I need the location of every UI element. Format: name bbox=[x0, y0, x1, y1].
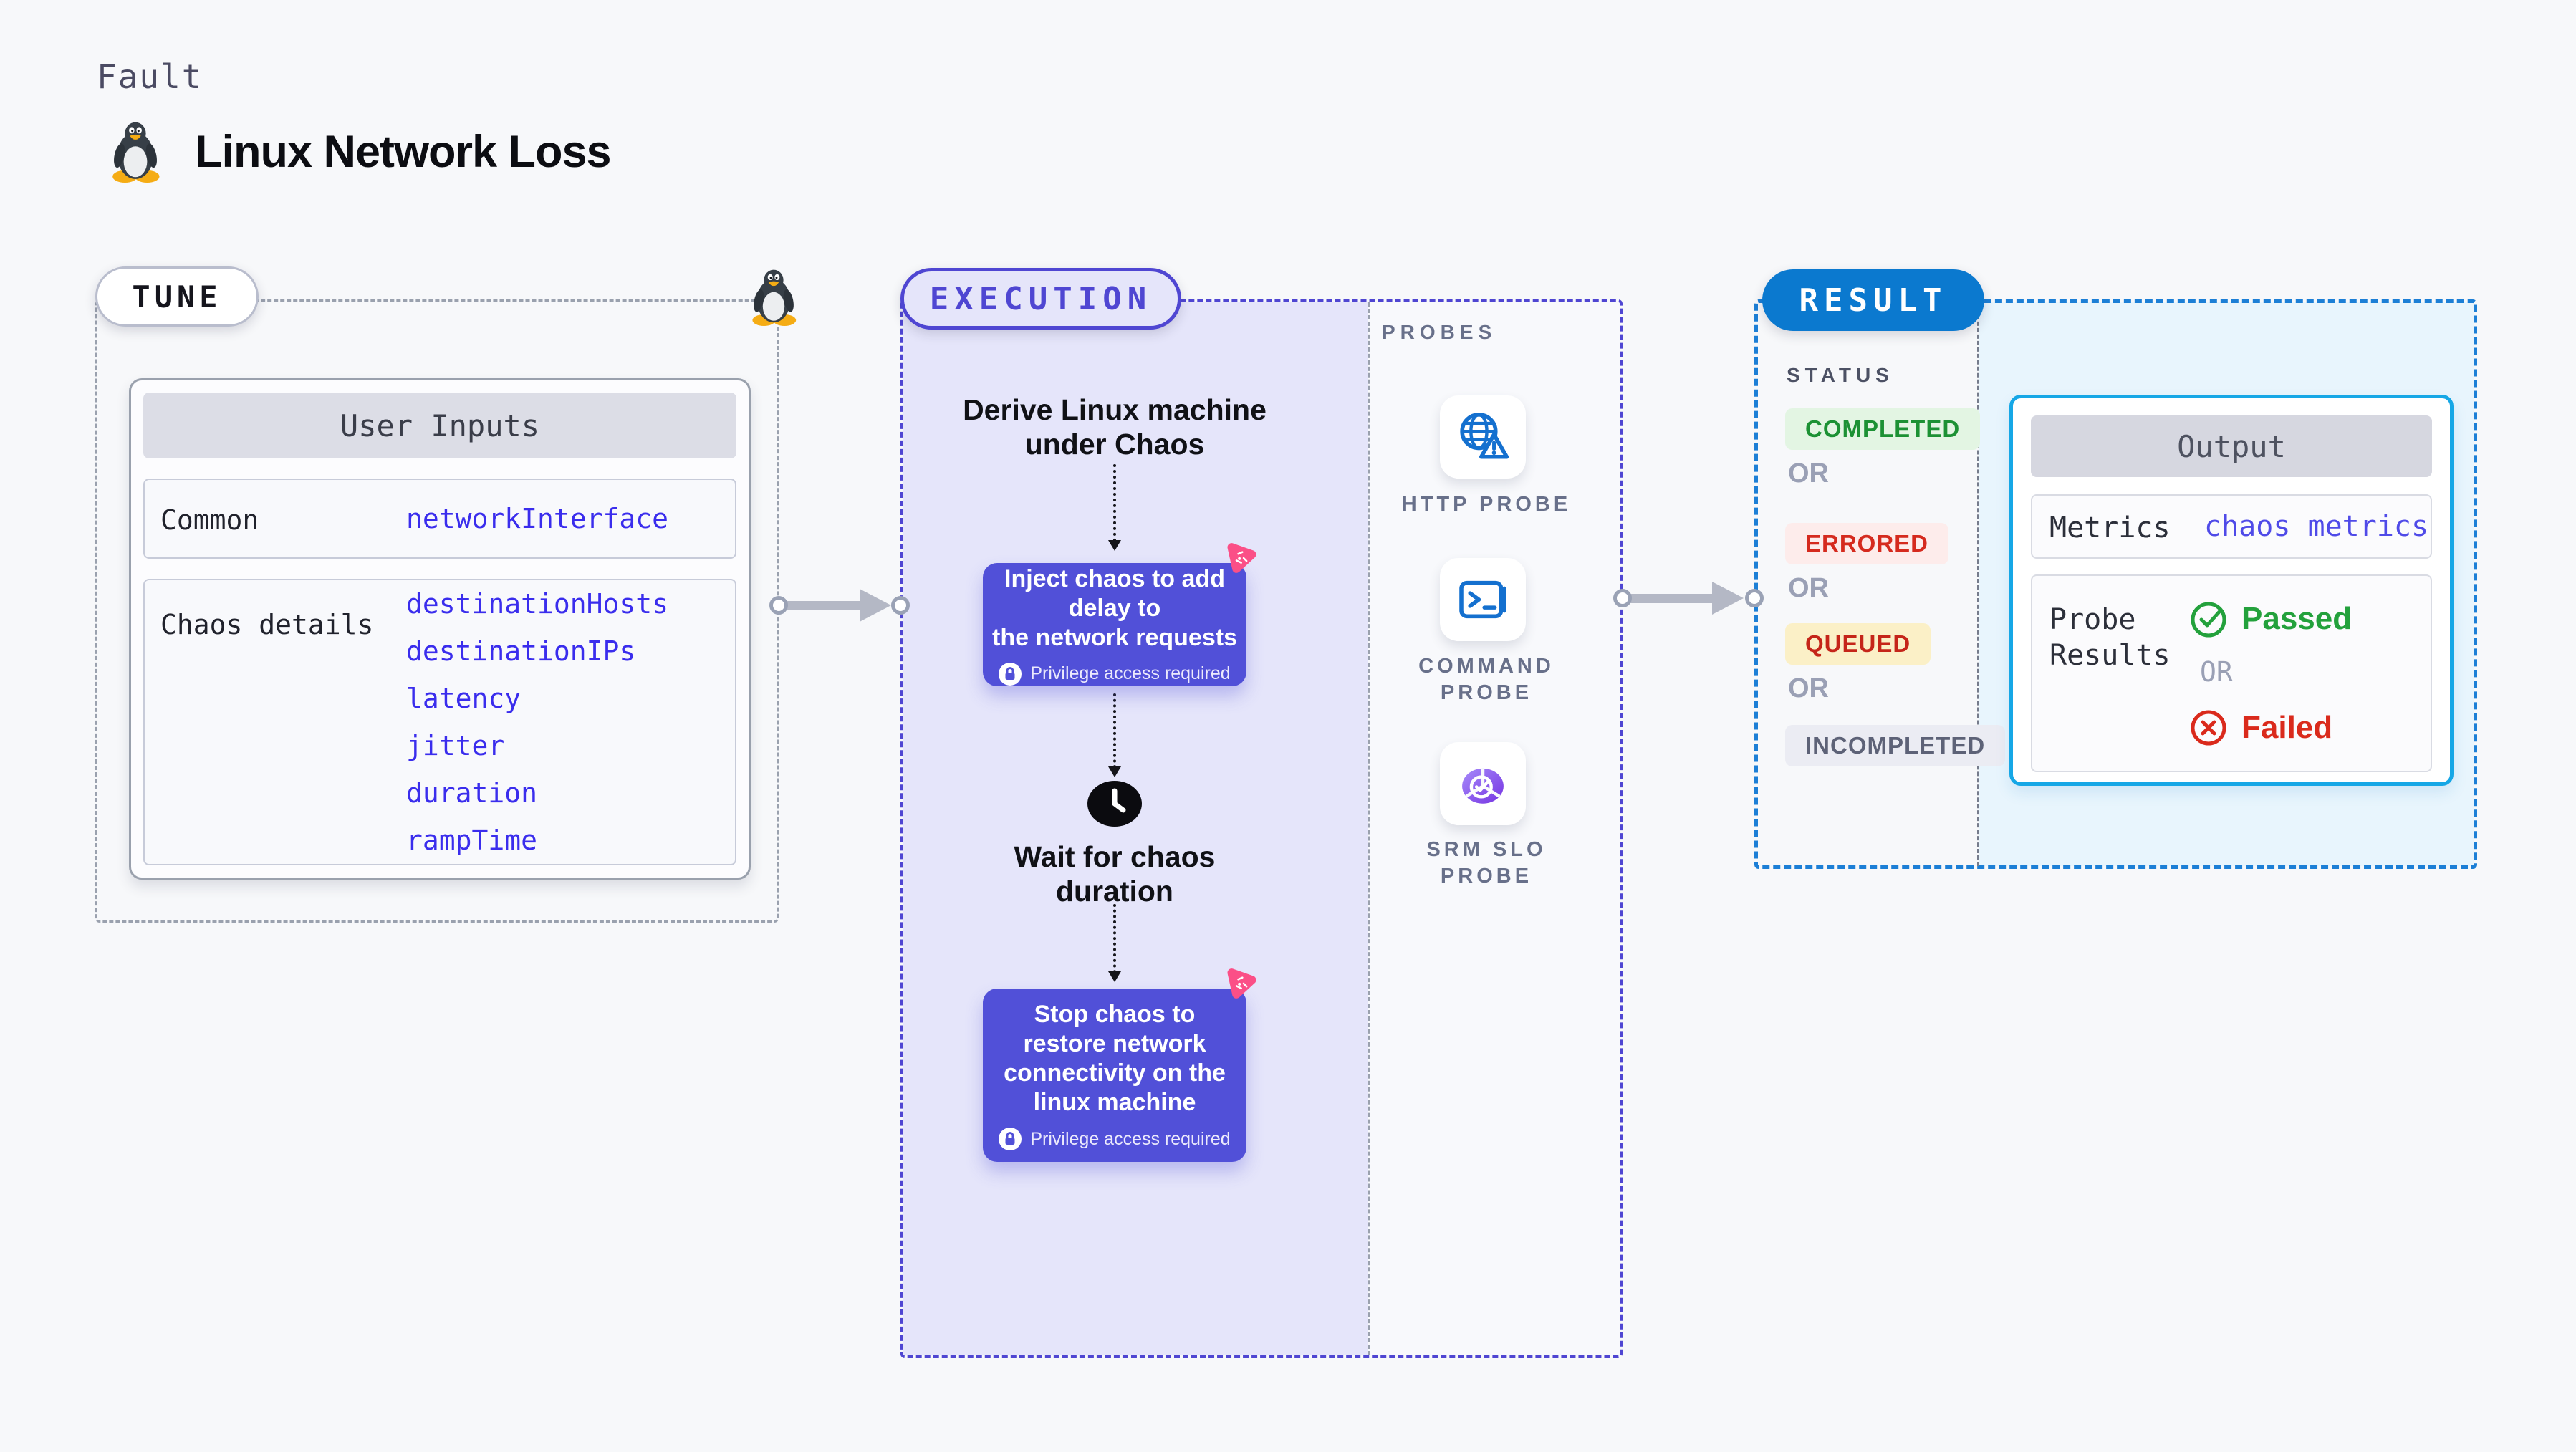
page-title: Linux Network Loss bbox=[195, 127, 612, 177]
result-divider bbox=[1977, 302, 1979, 866]
flow-arrowhead-icon bbox=[1712, 582, 1744, 615]
globe-alert-icon bbox=[1460, 413, 1509, 459]
step-wait: Wait for chaos duration bbox=[971, 840, 1258, 908]
step-inject-card: Inject chaos to add delay to the network… bbox=[983, 563, 1246, 686]
step-derive: Derive Linux machine under Chaos bbox=[936, 393, 1294, 461]
check-circle-icon bbox=[2191, 602, 2226, 638]
probe-label-line: COMMAND bbox=[1418, 655, 1554, 678]
row-value: rampTime bbox=[406, 824, 538, 856]
metrics-value: chaos metrics bbox=[2204, 510, 2429, 543]
output-card: Output Metrics chaos metrics Probe Resul… bbox=[2009, 395, 2454, 786]
row-value: destinationIPs bbox=[406, 635, 636, 667]
privilege-label: Privilege access required bbox=[1030, 1128, 1231, 1149]
or-separator: OR bbox=[1788, 458, 1829, 489]
row-value: latency bbox=[406, 683, 522, 714]
execution-badge: EXECUTION bbox=[900, 268, 1181, 330]
step-derive-line2: under Chaos bbox=[1024, 428, 1205, 461]
table-row-chaos-details: Chaos details destinationHosts destinati… bbox=[143, 579, 736, 865]
step-stop-line1: Stop chaos to bbox=[1034, 1001, 1196, 1028]
probe-label-http: HTTP PROBE bbox=[1386, 491, 1587, 518]
output-title: Output bbox=[2031, 415, 2432, 477]
row-value: duration bbox=[406, 777, 538, 809]
output-row-probe-results: Probe Results Passed OR Failed bbox=[2031, 574, 2432, 772]
dotted-arrow bbox=[1108, 693, 1121, 777]
flow-arrowhead-icon bbox=[860, 589, 891, 622]
probes-label: PROBES bbox=[1382, 321, 1497, 343]
probe-label-line: SRM SLO bbox=[1426, 838, 1547, 861]
row-label: Common bbox=[160, 504, 259, 536]
step-derive-line1: Derive Linux machine bbox=[963, 393, 1267, 426]
probe-card-srm-slo bbox=[1440, 742, 1526, 825]
slo-gauge-icon bbox=[1462, 768, 1504, 804]
chaos-pink-icon bbox=[1222, 540, 1258, 576]
status-label: STATUS bbox=[1787, 364, 1894, 386]
x-circle-icon bbox=[2191, 710, 2226, 746]
row-value: destinationHosts bbox=[406, 588, 669, 620]
status-badge-completed: COMPLETED bbox=[1785, 408, 1981, 450]
result-section bbox=[1754, 299, 2477, 869]
chaos-pink-icon bbox=[1222, 966, 1258, 1001]
step-stop-line4: linux machine bbox=[1033, 1089, 1196, 1116]
connector-node bbox=[1613, 589, 1632, 607]
probe-label-srm-slo: SRM SLO PROBE bbox=[1386, 837, 1587, 890]
privilege-label: Privilege access required bbox=[1030, 663, 1231, 683]
dotted-arrow bbox=[1108, 464, 1121, 551]
step-stop-line2: restore network bbox=[1023, 1030, 1206, 1057]
probe-card-command bbox=[1440, 558, 1526, 641]
row-value: networkInterface bbox=[406, 503, 669, 534]
row-value: jitter bbox=[406, 730, 505, 761]
lock-icon bbox=[999, 662, 1022, 686]
step-inject-line1: Inject chaos to add delay to bbox=[1004, 564, 1225, 622]
fault-eyebrow: Fault bbox=[97, 57, 203, 96]
probe-results-label: Probe Results bbox=[2049, 603, 2171, 672]
failed-label: Failed bbox=[2241, 710, 2333, 745]
connector-node bbox=[1745, 589, 1764, 607]
status-badge-queued: QUEUED bbox=[1785, 623, 1931, 665]
probe-card-http bbox=[1440, 395, 1526, 479]
output-row-metrics: Metrics chaos metrics bbox=[2031, 494, 2432, 559]
result-badge: RESULT bbox=[1762, 269, 1984, 331]
passed-label: Passed bbox=[2241, 601, 2352, 636]
tux-penguin-icon bbox=[112, 122, 160, 183]
step-wait-line2: duration bbox=[1056, 875, 1173, 908]
table-row-common: Common networkInterface bbox=[143, 479, 736, 559]
execution-flow-area bbox=[903, 302, 1368, 1355]
status-badge-incompleted: INCOMPLETED bbox=[1785, 725, 2006, 766]
probe-label-line: HTTP PROBE bbox=[1401, 493, 1572, 516]
step-stop-line3: connectivity on the bbox=[1004, 1059, 1226, 1087]
or-separator: OR bbox=[1788, 573, 1829, 603]
flow-arrow bbox=[1629, 594, 1714, 603]
terminal-icon bbox=[1459, 580, 1506, 619]
metrics-label: Metrics bbox=[2049, 511, 2171, 544]
tune-badge: TUNE bbox=[95, 266, 259, 327]
tux-penguin-corner-icon bbox=[751, 269, 797, 326]
dotted-arrow bbox=[1108, 904, 1121, 982]
user-inputs-title: User Inputs bbox=[143, 393, 736, 458]
connector-node bbox=[891, 596, 910, 615]
clock-icon bbox=[1087, 781, 1142, 827]
step-inject-line2: the network requests bbox=[992, 623, 1237, 651]
step-stop-card: Stop chaos to restore network connectivi… bbox=[983, 989, 1246, 1162]
lock-icon bbox=[999, 1128, 1022, 1150]
or-separator: OR bbox=[2200, 656, 2233, 688]
connector-node bbox=[769, 596, 788, 615]
probe-result-failed: Failed bbox=[2188, 708, 2332, 748]
row-label: Chaos details bbox=[160, 609, 374, 640]
status-badge-errored: ERRORED bbox=[1785, 523, 1949, 564]
probe-label-line: PROBE bbox=[1440, 865, 1533, 888]
step-wait-line1: Wait for chaos bbox=[1014, 840, 1216, 873]
probe-label-line: PROBE bbox=[1440, 681, 1533, 704]
flow-arrow bbox=[785, 601, 861, 610]
probe-result-passed: Passed bbox=[2188, 599, 2352, 639]
probe-label-command: COMMAND PROBE bbox=[1386, 653, 1587, 706]
or-separator: OR bbox=[1788, 673, 1829, 703]
